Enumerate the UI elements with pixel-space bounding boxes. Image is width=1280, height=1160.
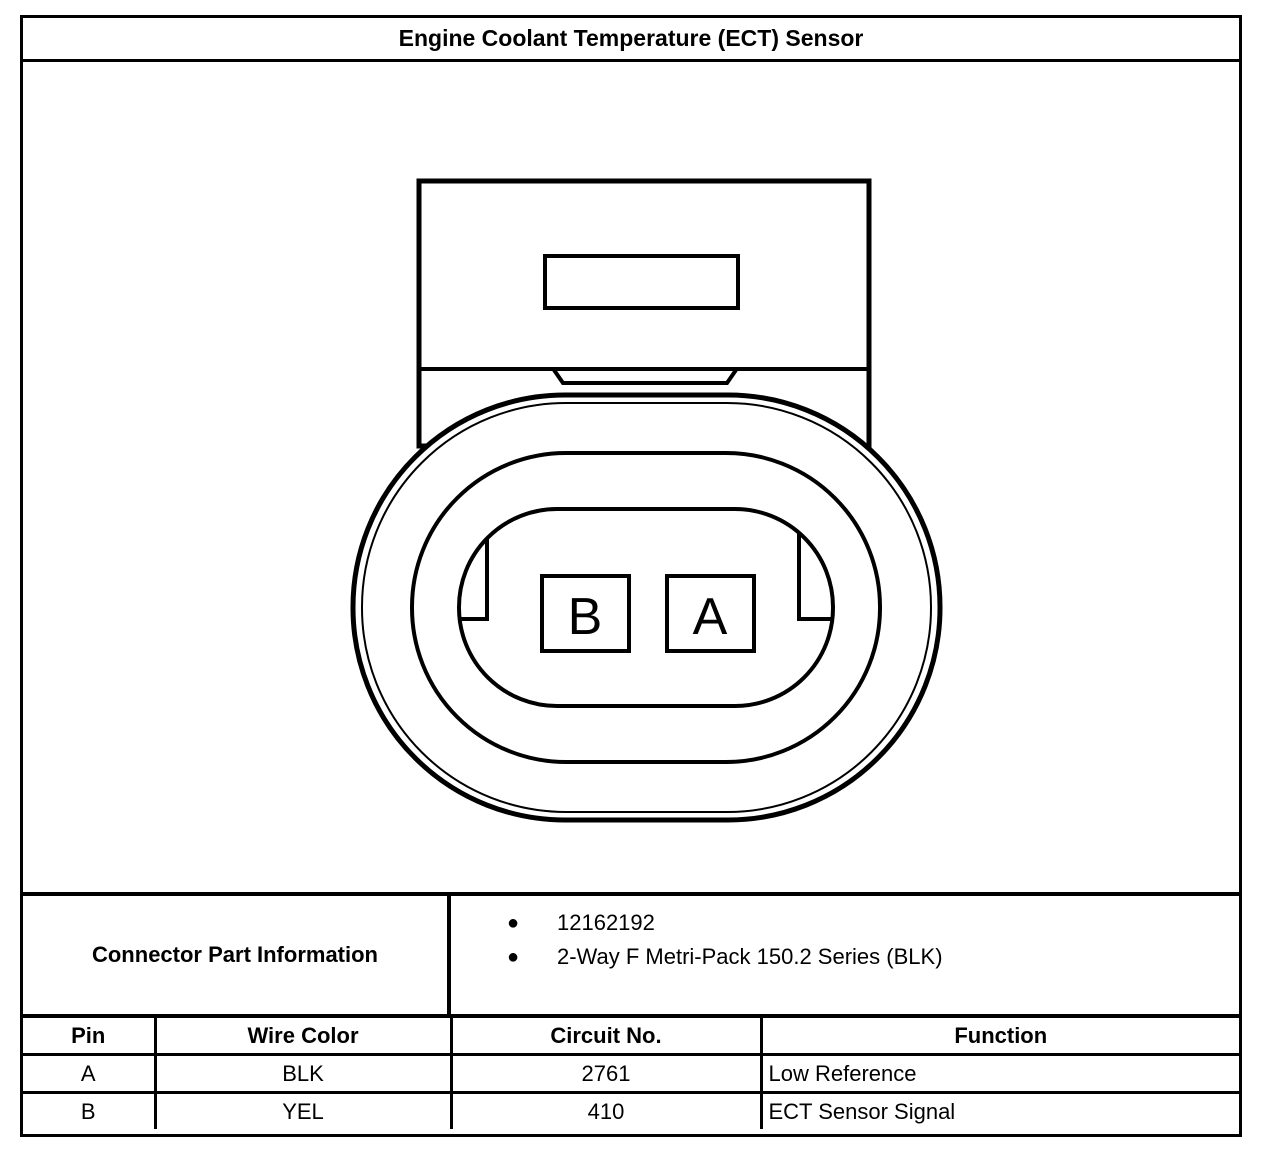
- cell-function: Low Reference: [759, 1053, 1239, 1094]
- cell-wire-color: BLK: [153, 1053, 453, 1094]
- cell-function: ECT Sensor Signal: [759, 1091, 1239, 1129]
- table-row: B YEL 410 ECT Sensor Signal: [23, 1091, 1239, 1129]
- cell-circuit-no: 410: [449, 1091, 763, 1129]
- left-key: [461, 539, 489, 621]
- pin-b-label: B: [568, 588, 603, 646]
- part-info-label: Connector Part Information: [23, 896, 451, 1014]
- header-circuit-no: Circuit No.: [449, 1014, 763, 1056]
- pin-table-header: Pin Wire Color Circuit No. Function: [23, 1014, 1239, 1056]
- header-function: Function: [759, 1014, 1239, 1056]
- table-row: A BLK 2761 Low Reference: [23, 1053, 1239, 1094]
- connector-seal: [410, 451, 882, 764]
- header-pin: Pin: [23, 1014, 157, 1056]
- diagram-title: Engine Coolant Temperature (ECT) Sensor: [23, 18, 1239, 62]
- terminal-cavity: [457, 507, 835, 708]
- pin-b-box: [540, 574, 631, 653]
- right-key: [797, 534, 831, 621]
- connector-body-outer-edge: [361, 402, 932, 813]
- connector-body-outer: [350, 392, 943, 823]
- connector-diagram-frame: Engine Coolant Temperature (ECT) Sensor: [20, 15, 1242, 1137]
- cell-pin: A: [23, 1053, 157, 1094]
- connector-drawing: B A: [23, 62, 1239, 892]
- header-wire-color: Wire Color: [153, 1014, 453, 1056]
- cell-pin: B: [23, 1091, 157, 1129]
- connector-part-info: Connector Part Information ● 12162192 ● …: [23, 892, 1239, 1014]
- bullet-icon: ●: [507, 912, 520, 934]
- part-number: 12162192: [557, 910, 655, 935]
- pin-table: Pin Wire Color Circuit No. Function A BL…: [23, 1014, 1239, 1129]
- connector-face-svg: B A: [350, 178, 943, 823]
- cell-wire-color: YEL: [153, 1091, 453, 1129]
- part-number-item: ● 12162192: [451, 906, 1239, 940]
- pin-a-label: A: [693, 588, 728, 646]
- cell-circuit-no: 2761: [449, 1053, 763, 1094]
- part-description-item: ● 2-Way F Metri-Pack 150.2 Series (BLK): [451, 940, 1239, 974]
- part-description: 2-Way F Metri-Pack 150.2 Series (BLK): [557, 944, 943, 969]
- latch-window: [543, 254, 740, 310]
- pin-a-box: [665, 574, 756, 653]
- latch-tab: [552, 368, 738, 385]
- bullet-icon: ●: [507, 946, 520, 968]
- part-info-list: ● 12162192 ● 2-Way F Metri-Pack 150.2 Se…: [451, 896, 1239, 1014]
